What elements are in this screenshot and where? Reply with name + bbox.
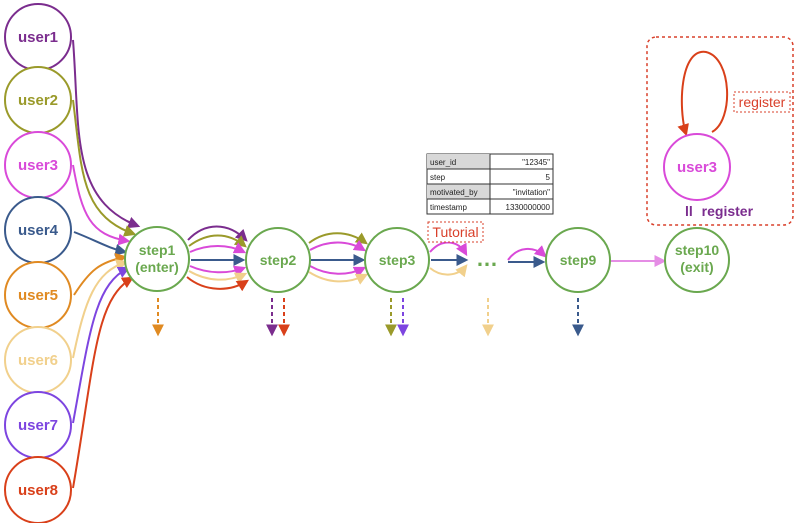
edge-user5-step1 — [73, 253, 128, 296]
user-node-3[interactable]: user3 — [4, 131, 72, 199]
step-sublabel-10: (exit) — [680, 259, 713, 275]
step-label-10: step10 — [675, 242, 720, 258]
user-label-6: user6 — [18, 352, 58, 369]
table-value-1: "12345" — [522, 158, 550, 167]
step-node-1[interactable]: step1 (enter) — [124, 226, 190, 292]
step1-step2-edges — [186, 225, 250, 292]
user-node-2[interactable]: user2 — [4, 66, 72, 134]
step-label-3: step3 — [379, 252, 416, 268]
edge-user6-step1 — [72, 259, 129, 359]
step-node-3[interactable]: step3 — [364, 227, 430, 293]
table-key-1: user_id — [430, 158, 456, 167]
user-label-2: user2 — [18, 92, 58, 109]
step-node-10[interactable]: step10 (exit) — [664, 227, 730, 293]
user-node-5[interactable]: user5 — [4, 261, 72, 329]
user-edges — [72, 39, 141, 489]
table-key-2: step — [430, 173, 446, 182]
user-label-4: user4 — [18, 222, 59, 239]
user-node-6[interactable]: user6 — [4, 326, 72, 394]
svg-text:ll register: ll register — [685, 203, 754, 219]
register-user-label: user3 — [677, 159, 717, 176]
user-label-3: user3 — [18, 157, 58, 174]
table-value-4: 1330000000 — [506, 203, 551, 212]
step2-step3-edges — [308, 232, 369, 285]
edge-user2-step1 — [72, 99, 137, 237]
event-record-table: user_id "12345" step 5 motivated_by "inv… — [426, 153, 554, 215]
step3-forward-edges — [429, 241, 469, 278]
table-key-3: motivated_by — [430, 188, 478, 197]
user-label-7: user7 — [18, 417, 58, 434]
register-caption: register — [702, 203, 754, 219]
register-loop-label: register — [739, 94, 786, 110]
table-value-3: "invitation" — [513, 188, 550, 197]
user-label-8: user8 — [18, 482, 58, 499]
step-node-9[interactable]: step9 — [545, 227, 611, 293]
edge-user1-step1 — [72, 39, 141, 229]
register-self-loop — [677, 50, 729, 137]
tutorial-tag: Tutorial — [427, 221, 484, 243]
user-node-7[interactable]: user7 — [4, 391, 72, 459]
tutorial-label: Tutorial — [432, 224, 478, 240]
user-label-1: user1 — [18, 29, 58, 46]
edge-user4-step1 — [73, 231, 128, 256]
edge-user3-step1 — [72, 164, 131, 246]
step-label-1: step1 — [139, 242, 176, 258]
step-node-2[interactable]: step2 — [245, 227, 311, 293]
register-panel: user3 register ll register — [646, 36, 794, 226]
register-user-node[interactable]: user3 — [663, 133, 731, 201]
edge-user7-step1 — [72, 266, 131, 424]
user-label-5: user5 — [18, 287, 58, 304]
user-node-8[interactable]: user8 — [4, 456, 72, 523]
table-value-2: 5 — [546, 173, 551, 182]
register-caption-prefix: ll — [685, 203, 693, 219]
drop-off-arrows — [152, 298, 584, 337]
user-node-4[interactable]: user4 — [4, 196, 72, 264]
edge-user8-step1 — [72, 276, 135, 489]
table-key-4: timestamp — [430, 203, 467, 212]
ellipsis: … — [476, 246, 498, 271]
step-label-9: step9 — [560, 252, 597, 268]
step9-incoming-edges — [507, 245, 547, 268]
user-node-1[interactable]: user1 — [4, 3, 72, 71]
step-label-2: step2 — [260, 252, 297, 268]
step-sublabel-1: (enter) — [135, 259, 179, 275]
